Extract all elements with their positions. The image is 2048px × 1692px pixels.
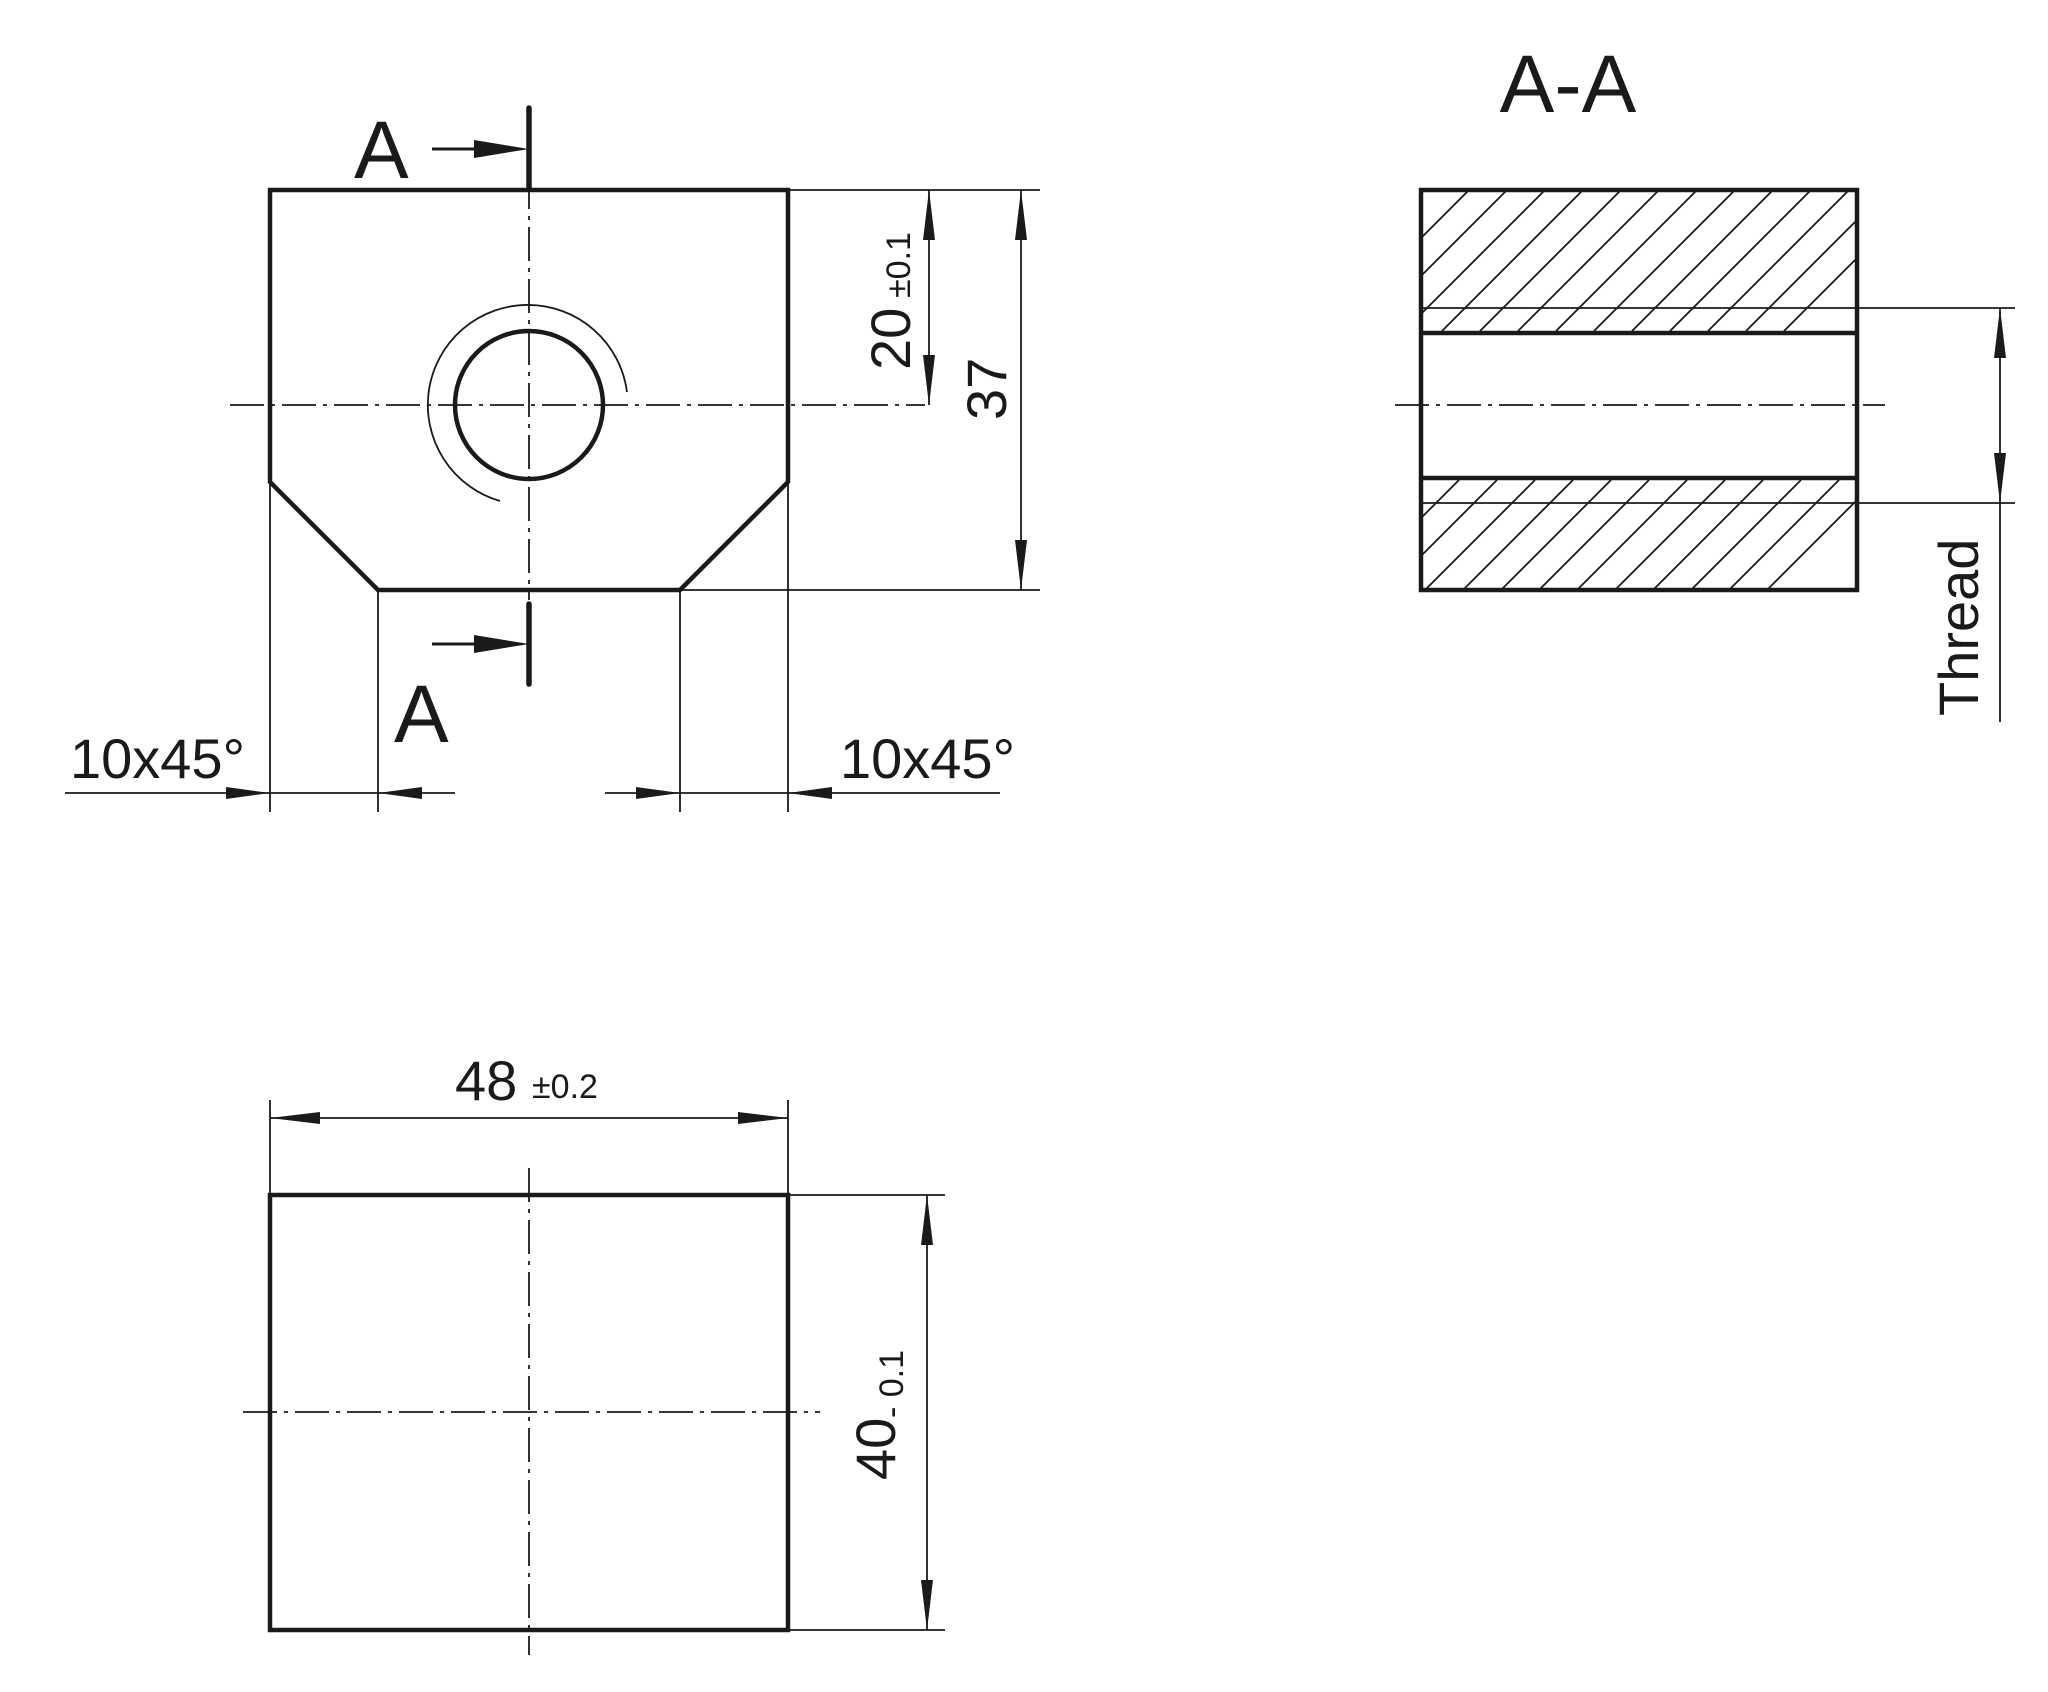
dim-40-arrow-top	[921, 1195, 933, 1245]
chamfer-left-arrow-outer	[226, 787, 270, 799]
section-marker-bottom: A	[394, 669, 449, 760]
section-outline	[1418, 187, 1860, 593]
dim-48-arrow-left	[270, 1112, 320, 1124]
chamfer-right-arrow-inner	[636, 787, 680, 799]
thread-dim-arrow-top	[1994, 308, 2006, 358]
dim-40-value: 40	[844, 1418, 907, 1480]
dim-20-value: 20	[859, 308, 922, 370]
hatch-upper	[1423, 190, 1855, 331]
section-arrow-top-head	[474, 140, 529, 158]
hatch-lower	[1423, 480, 1855, 589]
dim-37-value: 37	[955, 358, 1018, 420]
section-arrow-bottom-head	[474, 635, 529, 653]
front-view-outline	[267, 187, 791, 593]
chamfer-left-label: 10x45°	[70, 727, 245, 790]
chamfer-right-arrow-outer	[788, 787, 832, 799]
dim-48-arrow-right	[738, 1112, 788, 1124]
chamfer-right-label: 10x45°	[840, 727, 1015, 790]
dim-37-arrow-top	[1015, 190, 1027, 240]
dim-48-value: 48	[455, 1049, 517, 1112]
section-marker-top: A	[354, 105, 409, 196]
dim-40-tolerance: - 0.1	[873, 1350, 911, 1418]
dim-40-arrow-bottom	[921, 1580, 933, 1630]
thread-arc	[427, 304, 628, 502]
dim-20-arrow-bottom	[923, 355, 935, 405]
dim-48-tolerance: ±0.2	[532, 1068, 598, 1106]
chamfer-left-arrow-inner	[378, 787, 422, 799]
section-title: A-A	[1500, 39, 1637, 130]
top-view: 48 ±0.2 40 - 0.1	[243, 1049, 945, 1655]
section-view: A-A	[1395, 39, 2015, 722]
thread-dim-arrow-bottom	[1994, 453, 2006, 503]
front-view: A A 20 ±0.1 37 10x45° 10x45°	[65, 105, 1040, 812]
dim-37-arrow-bottom	[1015, 540, 1027, 590]
dim-20-arrow-top	[923, 190, 935, 240]
thread-label: Thread	[1927, 539, 1990, 716]
dim-20-tolerance: ±0.1	[880, 232, 918, 298]
